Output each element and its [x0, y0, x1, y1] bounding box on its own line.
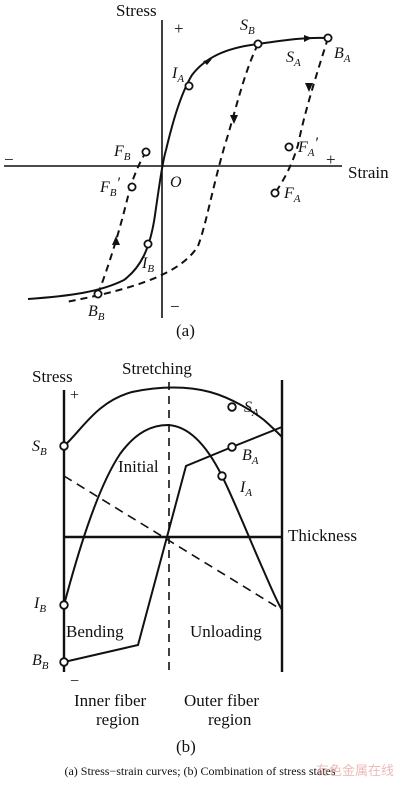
- unloading-line: [63, 475, 283, 611]
- outer-region-label-2: region: [208, 710, 252, 729]
- label-FBp-a: FB′: [99, 175, 121, 199]
- origin-label: O: [170, 174, 182, 191]
- stretching-curve: [63, 386, 283, 447]
- point-FAp-a: [284, 142, 294, 152]
- point-SB-b: [59, 441, 69, 451]
- point-BB-b: [59, 657, 69, 667]
- label-IA-b: IA: [239, 479, 252, 499]
- minus-x-label: −: [4, 150, 14, 169]
- point-IA-a: [184, 81, 194, 91]
- label-SA-a: SA: [286, 49, 301, 69]
- unloading-curve-a: [274, 37, 329, 194]
- stretching-label: Stretching: [122, 359, 192, 378]
- point-FB-a: [141, 147, 151, 157]
- label-BB-a: BB: [88, 303, 105, 323]
- point-FBp-a: [127, 182, 137, 192]
- plus-label-b: +: [70, 387, 79, 404]
- label-FA-a: FA: [283, 185, 301, 205]
- arrow-reverse: [230, 115, 238, 124]
- point-SA-b: [227, 402, 237, 412]
- point-BA-b: [227, 442, 237, 452]
- thickness-label: Thickness: [288, 526, 357, 545]
- unloading-label: Unloading: [190, 622, 262, 641]
- label-FAp-a: FA′: [297, 135, 319, 159]
- label-SB-b: SB: [32, 438, 47, 458]
- caption-b: (b): [176, 737, 196, 756]
- stress-label-b: Stress: [32, 367, 73, 386]
- label-IB-a: IB: [141, 255, 154, 275]
- label-SB-a: SB: [240, 17, 255, 37]
- bending-line: [63, 426, 283, 663]
- point-BB-a: [93, 289, 103, 299]
- inner-region-label-2: region: [96, 710, 140, 729]
- figure-caption: (a) Stress−strain curves; (b) Combinatio…: [64, 764, 335, 778]
- point-IB-a: [143, 239, 153, 249]
- plus-x-label: +: [326, 150, 336, 169]
- arrow-unload-a: [305, 83, 313, 92]
- unloading-curve-b: [97, 151, 147, 295]
- minus-label-b: −: [70, 673, 79, 690]
- arrow-unload-b: [112, 236, 120, 245]
- bending-label: Bending: [66, 622, 124, 641]
- label-IA-a: IA: [171, 65, 184, 85]
- label-BB-b: BB: [32, 652, 49, 672]
- stress-axis-label: Stress: [116, 1, 157, 20]
- label-BA-a: BA: [334, 45, 351, 65]
- initial-label: Initial: [118, 457, 159, 476]
- point-IA-b: [217, 471, 227, 481]
- point-BA-a: [323, 33, 333, 43]
- label-BA-b: BA: [242, 447, 259, 467]
- point-IB-b: [59, 600, 69, 610]
- panel-b: Stress + Stretching Initial Thickness Be…: [32, 359, 357, 756]
- caption-a: (a): [176, 321, 195, 340]
- label-SA-b: SA: [244, 399, 259, 419]
- outer-region-label-1: Outer fiber: [184, 691, 259, 710]
- point-FA-a: [270, 188, 280, 198]
- arrow-loading: [203, 59, 212, 65]
- watermark: 有色金属在线: [316, 763, 394, 779]
- label-FB-a: FB: [113, 143, 131, 163]
- panel-a: Stress Strain + − + − O SB SA BA IA FB F…: [4, 1, 389, 340]
- label-IB-b: IB: [33, 595, 46, 615]
- plus-y-label: +: [174, 19, 184, 38]
- minus-y-label: −: [170, 297, 180, 316]
- strain-axis-label: Strain: [348, 163, 389, 182]
- initial-curve: [63, 423, 283, 611]
- arrow-loading-2: [304, 35, 312, 42]
- inner-region-label-1: Inner fiber: [74, 691, 147, 710]
- point-SB-a: [253, 39, 263, 49]
